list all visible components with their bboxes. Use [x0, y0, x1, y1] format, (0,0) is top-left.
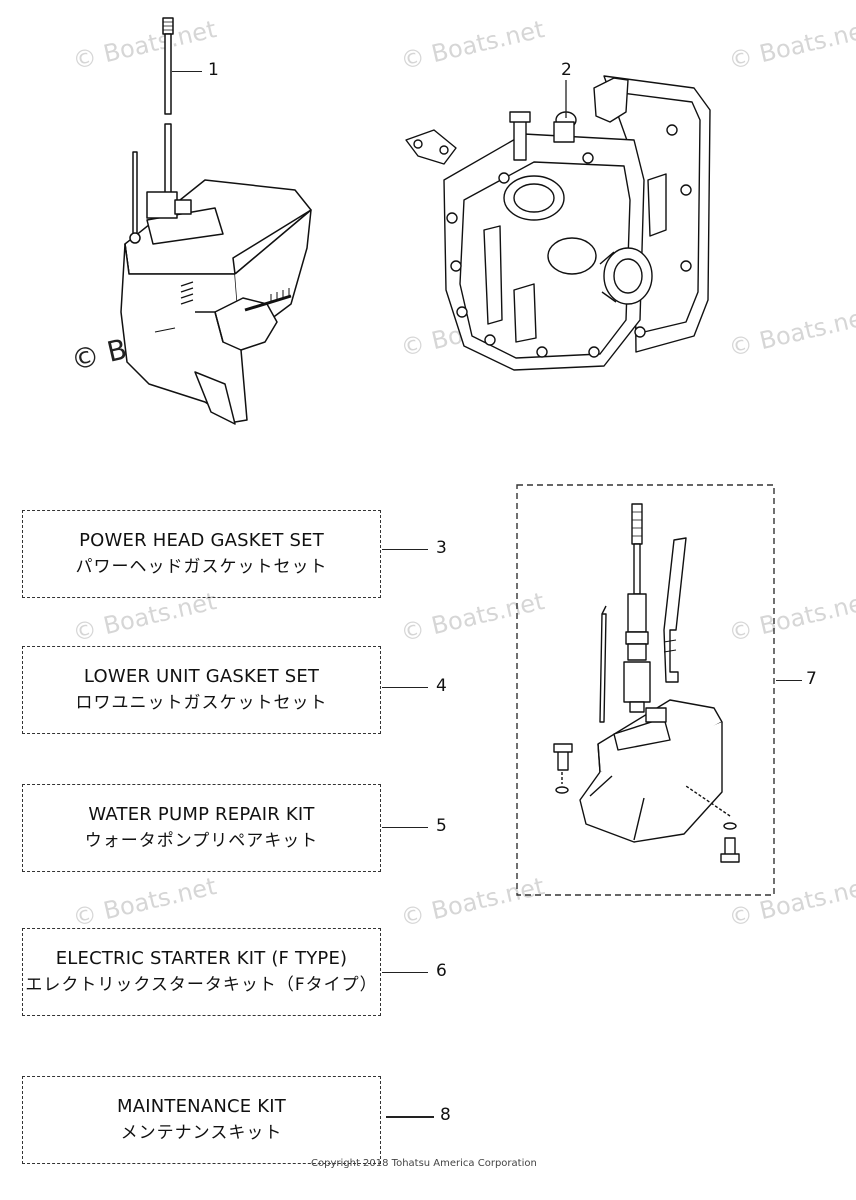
- copyright-text: Copyright 2018 Tohatsu America Corporati…: [311, 1158, 537, 1169]
- callout-number: 1: [208, 60, 219, 80]
- callout-number: 4: [436, 676, 447, 696]
- callout-number: 5: [436, 816, 447, 836]
- kit-label-jp: エレクトリックスタータキット（Fタイプ）: [25, 975, 378, 995]
- callout-number: 2: [561, 60, 572, 80]
- kit-label-jp: パワーヘッドガスケットセット: [75, 557, 328, 577]
- callout-leader: [382, 687, 428, 688]
- callout-leader: [382, 827, 428, 828]
- callout-leader: [565, 80, 567, 118]
- kit-box-maintenance: MAINTENANCE KIT メンテナンスキット: [22, 1076, 381, 1164]
- callout-leader: [386, 1116, 434, 1118]
- kit-box-lower-unit-gasket: LOWER UNIT GASKET SET ロワユニットガスケットセット: [22, 646, 381, 734]
- kit-label-en: POWER HEAD GASKET SET: [79, 530, 324, 551]
- callout-number: 3: [436, 538, 447, 558]
- callout-leader: [382, 549, 428, 550]
- kit-label-en: MAINTENANCE KIT: [117, 1096, 286, 1117]
- kit-box-water-pump-repair: WATER PUMP REPAIR KIT ウォータポンプリペアキット: [22, 784, 381, 872]
- kit-label-jp: メンテナンスキット: [120, 1123, 283, 1143]
- callout-leader: [382, 972, 428, 973]
- watermark: © Boats.net: [398, 15, 547, 76]
- power-head-illustration: [405, 75, 711, 371]
- kit-box-electric-starter: ELECTRIC STARTER KIT (F TYPE) エレクトリックスター…: [22, 928, 381, 1016]
- kit-label-jp: ウォータポンプリペアキット: [84, 831, 319, 851]
- kit-box-power-head-gasket: POWER HEAD GASKET SET パワーヘッドガスケットセット: [22, 510, 381, 598]
- callout-leader: [172, 71, 202, 72]
- watermark: © Boats.net: [70, 872, 219, 933]
- kit-label-jp: ロワユニットガスケットセット: [75, 693, 328, 713]
- watermark: © Boats.net: [726, 302, 856, 363]
- callout-number: 8: [440, 1105, 451, 1125]
- kit-label-en: WATER PUMP REPAIR KIT: [88, 804, 315, 825]
- callout-number: 6: [436, 961, 447, 981]
- kit-label-en: ELECTRIC STARTER KIT (F TYPE): [55, 948, 348, 969]
- callout-leader: [776, 680, 802, 681]
- lower-unit-illustration: [120, 17, 312, 425]
- kit-label-en: LOWER UNIT GASKET SET: [83, 666, 320, 687]
- callout-number: 7: [806, 669, 817, 689]
- watermark: © Boats.net: [726, 15, 856, 76]
- gear-housing-kit-illustration: [516, 484, 775, 896]
